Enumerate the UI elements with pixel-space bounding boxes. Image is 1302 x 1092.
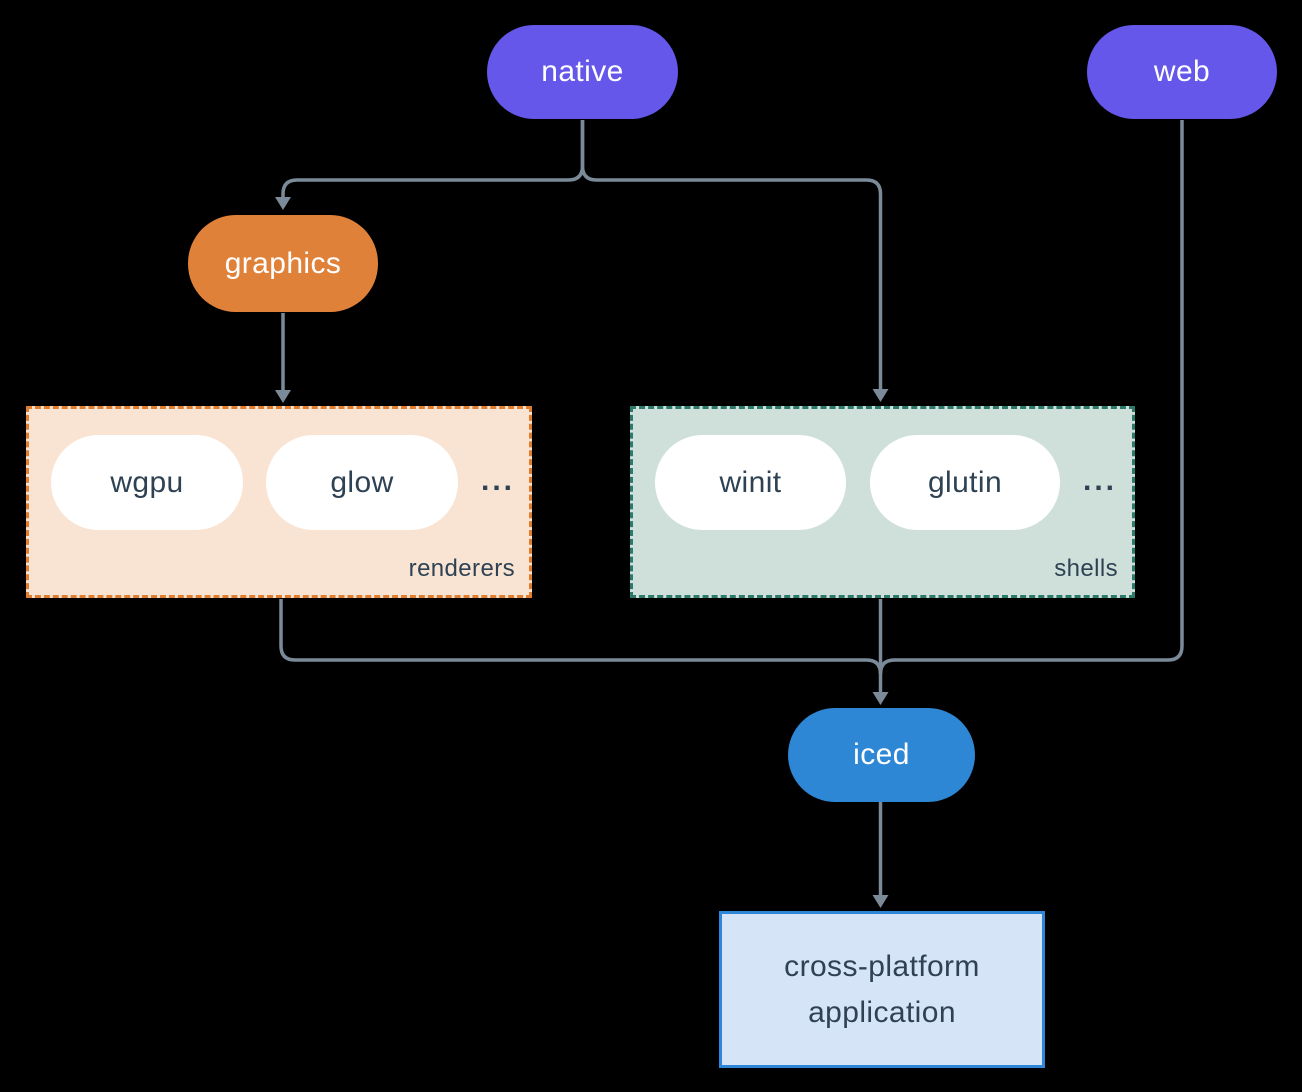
arrowhead-to-graphics	[275, 197, 291, 210]
node-application: cross-platform application	[719, 911, 1045, 1068]
edge-native-graphics	[281, 120, 585, 198]
node-glow: glow	[266, 435, 458, 530]
shells-ellipsis: ...	[1083, 464, 1118, 497]
arrowhead-to-iced	[872, 692, 889, 705]
node-iced: iced	[788, 708, 975, 802]
group-shells: winit glutin ... shells	[630, 406, 1135, 598]
node-graphics: graphics	[188, 215, 378, 312]
arrowhead-to-shells	[872, 389, 889, 402]
arrowhead-to-application	[872, 895, 889, 908]
arrowhead-to-renderers	[275, 390, 291, 403]
shells-group-label: shells	[1054, 555, 1118, 582]
renderers-ellipsis: ...	[481, 464, 516, 497]
edge-native-shells	[580, 120, 883, 390]
edge-renderers-iced	[279, 599, 883, 675]
node-web: web	[1087, 25, 1277, 119]
node-wgpu: wgpu	[51, 435, 243, 530]
node-native: native	[487, 25, 678, 119]
group-renderers: wgpu glow ... renderers	[26, 406, 532, 598]
application-label-line1: cross-platform	[784, 949, 980, 983]
application-label-line2: application	[808, 995, 956, 1029]
node-glutin: glutin	[870, 435, 1060, 530]
node-winit: winit	[655, 435, 846, 530]
renderers-group-label: renderers	[408, 555, 515, 582]
